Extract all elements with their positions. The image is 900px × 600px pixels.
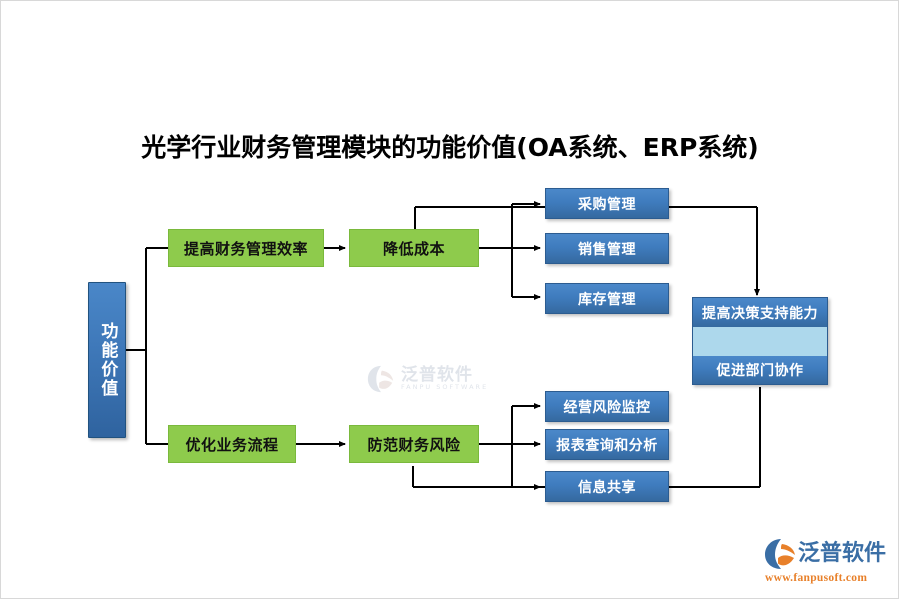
node-inventory-management[interactable]: 库存管理: [545, 283, 669, 314]
node-label: 提高决策支持能力: [702, 305, 818, 322]
stack-spacer-band: [693, 327, 827, 356]
node-label: 销售管理: [578, 241, 636, 258]
node-promote-department-collaboration[interactable]: 促进部门协作: [693, 356, 827, 384]
node-reduce-cost[interactable]: 降低成本: [349, 229, 479, 267]
node-label: 防范财务风险: [367, 435, 461, 454]
node-information-sharing[interactable]: 信息共享: [545, 471, 669, 502]
logo-row: 泛普软件: [764, 537, 892, 571]
node-label: 信息共享: [578, 479, 636, 496]
node-procurement-management[interactable]: 采购管理: [545, 188, 669, 219]
node-sales-management[interactable]: 销售管理: [545, 233, 669, 264]
logo-name-cn: 泛普软件: [798, 541, 887, 566]
node-label: 经营风险监控: [563, 399, 651, 416]
node-root-value[interactable]: 功能价值: [88, 282, 126, 438]
node-label: 促进部门协作: [716, 363, 804, 379]
page-title: 光学行业财务管理模块的功能价值(OA系统、ERP系统): [141, 133, 759, 162]
node-improve-decision-support[interactable]: 提高决策支持能力: [693, 298, 827, 327]
node-label: 提高财务管理效率: [183, 239, 308, 258]
node-report-query-analysis[interactable]: 报表查询和分析: [545, 429, 669, 460]
node-label: 报表查询和分析: [556, 437, 658, 454]
node-optimize-business-process[interactable]: 优化业务流程: [168, 425, 296, 463]
fanpu-logo: 泛普软件 www.fanpusoft.com: [764, 537, 892, 589]
node-label: 降低成本: [382, 239, 445, 258]
outcome-stack: 提高决策支持能力 促进部门协作: [692, 297, 828, 385]
fanpu-mark-icon: [765, 539, 795, 569]
node-prevent-financial-risk[interactable]: 防范财务风险: [349, 425, 479, 463]
node-root-label: 功能价值: [97, 322, 118, 398]
node-improve-finance-efficiency[interactable]: 提高财务管理效率: [168, 229, 324, 267]
node-label: 采购管理: [578, 196, 636, 213]
node-operational-risk-monitoring[interactable]: 经营风险监控: [545, 391, 669, 422]
node-label: 库存管理: [578, 291, 636, 308]
node-label: 优化业务流程: [185, 435, 279, 454]
logo-url: www.fanpusoft.com: [765, 572, 868, 584]
